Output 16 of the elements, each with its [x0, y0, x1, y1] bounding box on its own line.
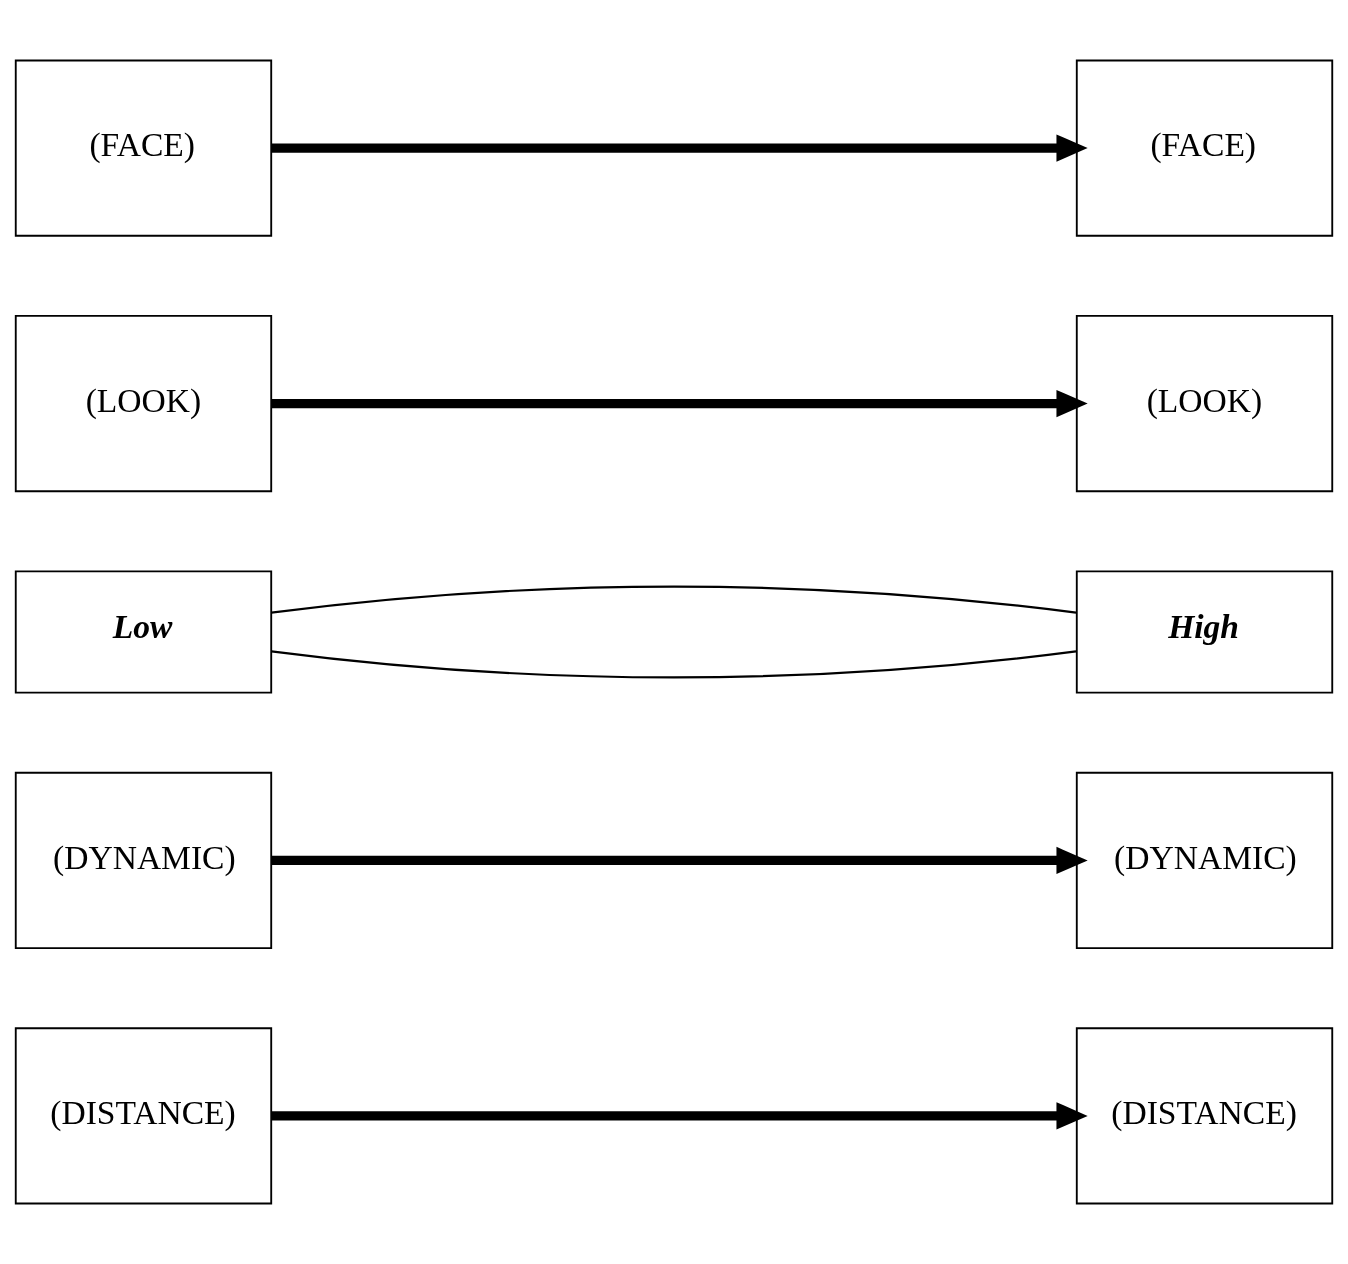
- node-box: (DYNAMIC): [1075, 771, 1334, 949]
- node-box: (DYNAMIC): [14, 771, 273, 949]
- arrow: [271, 846, 1088, 875]
- arrow: [271, 1102, 1088, 1130]
- node-box: (LOOK): [1075, 315, 1334, 493]
- node-box: High: [1075, 570, 1334, 694]
- node-box: (FACE): [1075, 59, 1334, 237]
- node-box: (FACE): [14, 59, 273, 237]
- node-box: Low: [14, 570, 273, 694]
- node-box: (DISTANCE): [1075, 1027, 1334, 1205]
- node-box: (DISTANCE): [14, 1027, 273, 1205]
- arrow: [271, 134, 1088, 162]
- connector: [271, 585, 1077, 614]
- arrow: [271, 389, 1088, 418]
- connector: [271, 650, 1077, 679]
- node-box: (LOOK): [14, 315, 273, 493]
